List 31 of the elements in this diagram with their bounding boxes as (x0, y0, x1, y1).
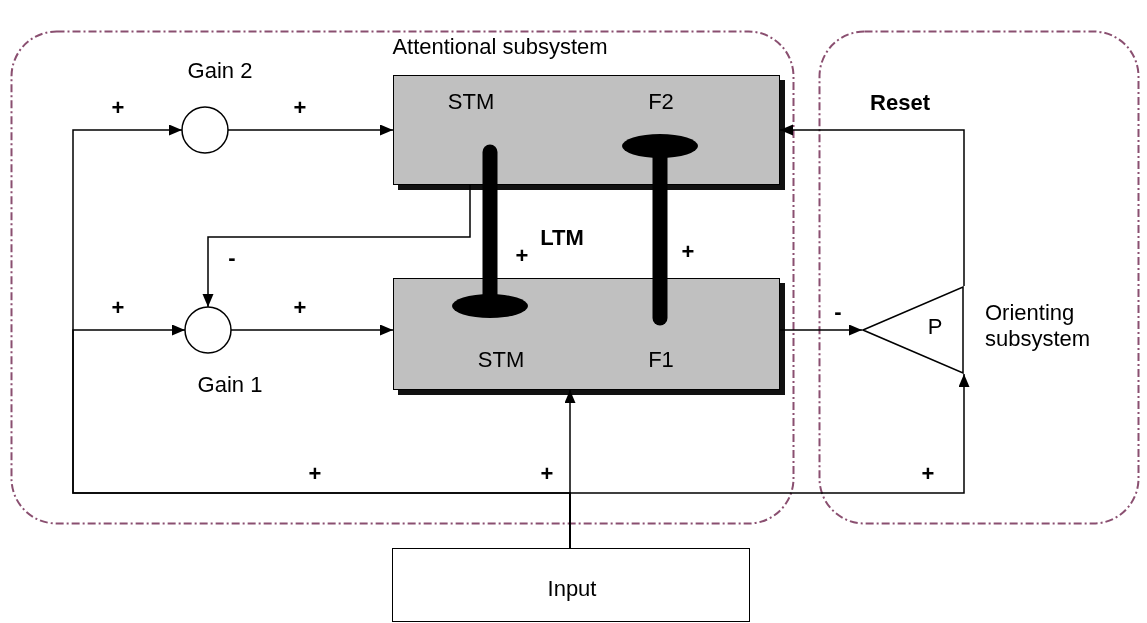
node-label: Gain 2 (186, 58, 254, 84)
group-title: Orienting subsystem (985, 300, 1092, 352)
edge-label: + (681, 240, 695, 264)
edge-label: + (293, 96, 307, 120)
ltm-connector (452, 144, 528, 318)
text-label: + (308, 462, 322, 486)
arrow (202, 184, 471, 308)
node-label: P (926, 314, 944, 340)
node-label: Gain 1 (196, 372, 264, 398)
node-label: F1 (647, 347, 675, 373)
ltm-connector (622, 134, 698, 326)
edge-label: + (515, 244, 529, 268)
edge-label: + (293, 296, 307, 320)
input-box (392, 548, 750, 622)
node-label: F2 (647, 89, 675, 115)
arrow (779, 124, 965, 287)
text-label: LTM (540, 226, 584, 250)
edge-label: - (228, 246, 236, 270)
arrow (779, 324, 863, 336)
node-label: STM (446, 89, 496, 115)
edge-label: Reset (870, 91, 930, 115)
edge-label: + (921, 462, 935, 486)
node-label: Input (546, 576, 598, 602)
node-label: STM (476, 347, 526, 373)
edge-label: + (540, 462, 554, 486)
arrow (230, 324, 394, 336)
group-title: Attentional subsystem (391, 34, 609, 60)
edge-label: + (111, 96, 125, 120)
edge-label: - (834, 300, 842, 324)
edge-label: + (111, 296, 125, 320)
arrow (227, 124, 394, 136)
